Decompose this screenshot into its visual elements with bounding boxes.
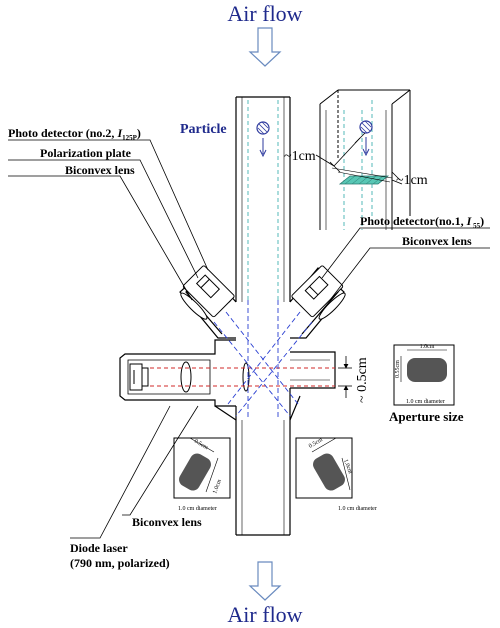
- aperture-height-label: 0.55cm: [395, 360, 401, 378]
- laser-beam: [150, 367, 335, 387]
- inset-width-label: ~1cm: [284, 149, 316, 164]
- lower-left-width-label: 0.5cm: [193, 439, 209, 452]
- aperture-width-label: 1.0cm: [420, 344, 435, 350]
- down-arrow-icon: [248, 561, 282, 601]
- lower-left-height-label: 1.0cm: [212, 478, 223, 494]
- lower-right-height-label: 1.0cm: [342, 459, 353, 475]
- biconvex-lens-right-label: Biconvex lens: [402, 234, 472, 248]
- lower-left-aperture: [173, 437, 231, 499]
- air-flow-bottom-title: Air flow: [227, 602, 302, 627]
- inset-view: [319, 89, 411, 230]
- left-leader-lines: [8, 139, 209, 539]
- particle-icon: [256, 121, 270, 158]
- aperture-diameter-label: 1.0 cm diameter: [406, 399, 445, 405]
- lens-icon: [180, 361, 250, 393]
- inset-particle-icon: [359, 120, 373, 157]
- aperture-size-label: Aperture size: [389, 409, 464, 424]
- lower-right-aperture: [295, 437, 353, 499]
- scatter-cones: [213, 300, 313, 420]
- tube-centerlines: [247, 100, 279, 300]
- detector-icon: [180, 265, 235, 320]
- aperture-slot: [407, 358, 447, 382]
- photo-detector-2-label: Photo detector (no.2, I125P): [8, 126, 141, 142]
- diode-laser-line1: Diode laser: [70, 541, 128, 555]
- lower-left-diameter-label: 1.0 cm diameter: [178, 506, 217, 512]
- laser-icon: [129, 363, 149, 391]
- lower-right-diameter-label: 1.0 cm diameter: [338, 506, 377, 512]
- aperture-box: [393, 344, 455, 406]
- particle-label: Particle: [180, 122, 227, 137]
- beam-height-dimension: [338, 356, 352, 398]
- polarization-plate-label: Polarization plate: [40, 146, 132, 160]
- right-leader-lines: [321, 227, 490, 301]
- down-arrow-icon: [248, 27, 282, 67]
- flow-tube: [235, 96, 291, 536]
- sensing-plate-grid: [344, 175, 384, 185]
- photo-detector-1-label: Photo detector(no.1, I 55): [360, 214, 484, 230]
- inset-centerlines: [343, 100, 373, 230]
- air-flow-top-title: Air flow: [227, 1, 302, 26]
- diode-laser-line2: (790 nm, polarized): [70, 556, 170, 570]
- inset-dimension-lines: [315, 132, 403, 185]
- biconvex-lens-bottom-label: Biconvex lens: [132, 515, 202, 529]
- lower-right-width-label: 0.5cm: [308, 437, 324, 450]
- biconvex-lens-left-label: Biconvex lens: [65, 163, 135, 177]
- detector-icon: [291, 265, 346, 320]
- inset-depth-label: ~1cm: [396, 173, 428, 188]
- beam-height-label: ~ 0.5cm: [355, 357, 370, 403]
